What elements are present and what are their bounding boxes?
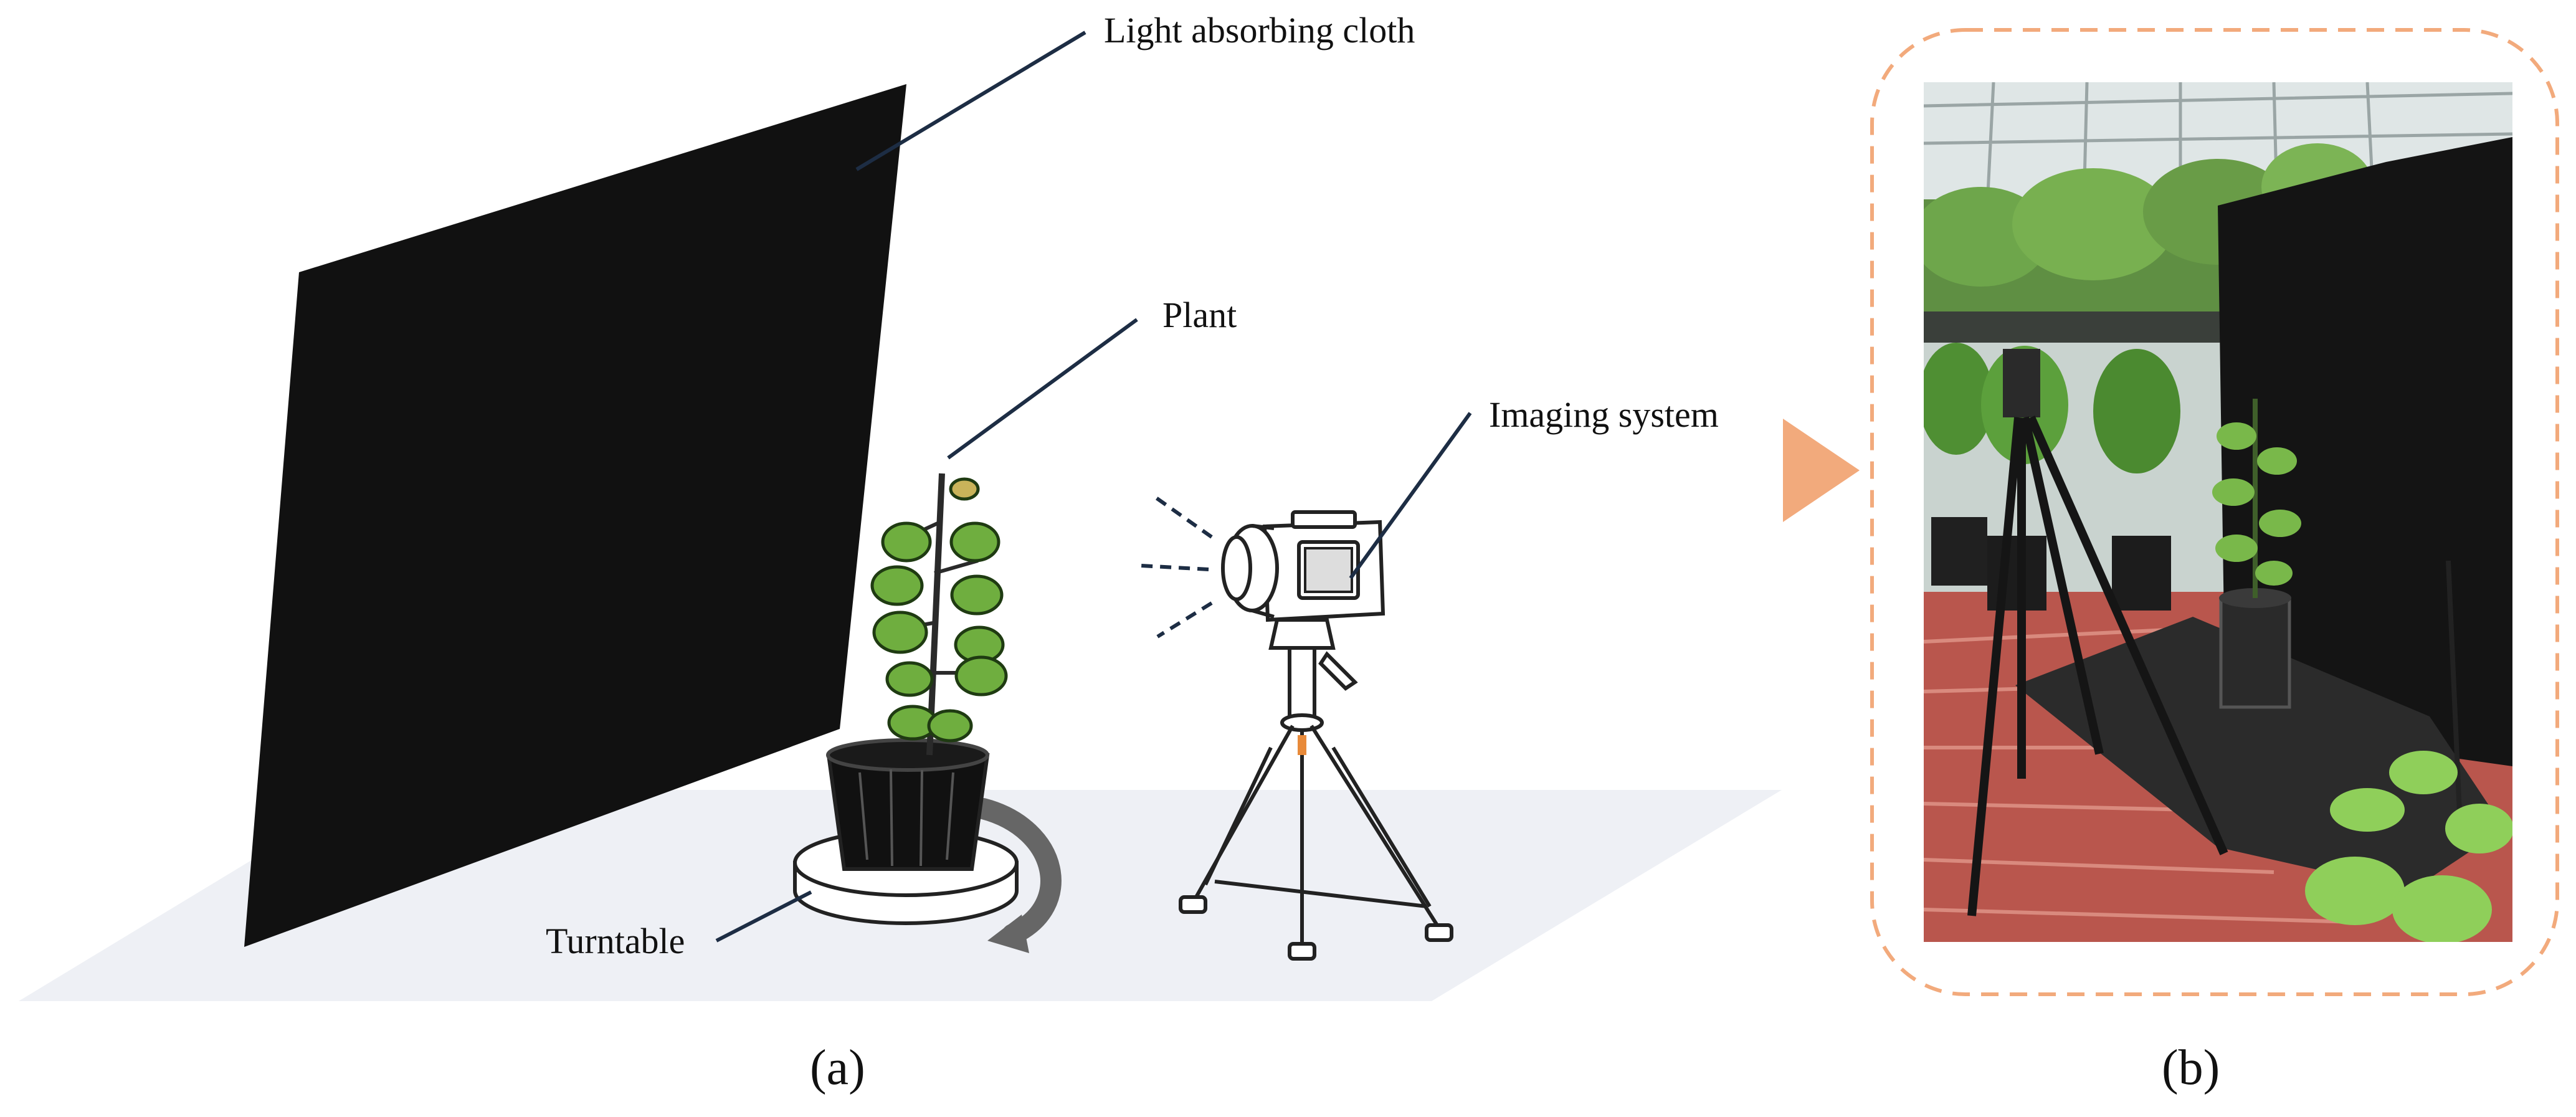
caption-a: (a) [810, 1040, 865, 1095]
panel-b: (b) [1870, 28, 2559, 1095]
label-light-absorbing-cloth: Light absorbing cloth [1104, 10, 1415, 50]
leaf [950, 574, 1004, 616]
panel-a: Light absorbing cloth Plant Imaging syst… [19, 10, 1782, 1095]
light-rays [1141, 493, 1213, 639]
leader-line-turntable [715, 890, 812, 943]
leaf [885, 661, 934, 697]
leaf [872, 611, 928, 654]
setup-photo [1924, 82, 2512, 942]
label-imaging-system: Imaging system [1489, 394, 1719, 435]
light-absorbing-cloth [244, 84, 906, 947]
caption-b: (b) [2162, 1040, 2220, 1095]
plant-pot [826, 738, 990, 871]
photo-frame [1870, 28, 2559, 996]
leaf [881, 521, 932, 563]
leaf [870, 565, 924, 606]
label-turntable: Turntable [546, 921, 685, 961]
leader-line-plant [947, 318, 1138, 460]
rotation-arrow-icon [972, 798, 1062, 953]
leader-line-imaging [1349, 412, 1472, 579]
leaf [927, 709, 973, 743]
label-plant: Plant [1162, 295, 1237, 335]
leaf [949, 521, 1000, 563]
pointer-triangle-icon [1783, 419, 1860, 522]
leader-line-cloth [855, 31, 1086, 171]
tripod-icon [1179, 618, 1453, 961]
leaf [949, 477, 980, 501]
plant [870, 473, 1008, 756]
leaf [954, 655, 1008, 696]
camera-icon [1221, 510, 1385, 622]
